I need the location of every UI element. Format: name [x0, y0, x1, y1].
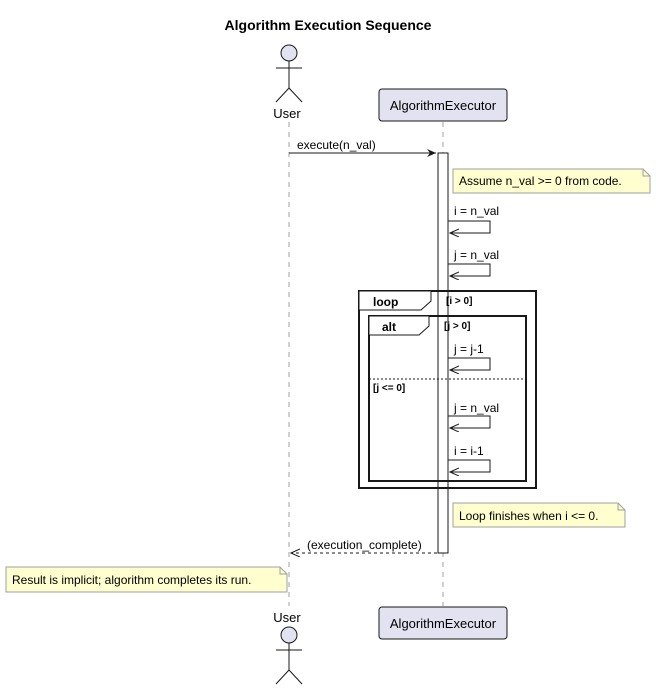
executor-participant-bottom: AlgorithmExecutor	[378, 606, 508, 640]
message-return-label: (execution_complete)	[307, 538, 422, 552]
user-actor-label-bottom: User	[273, 610, 301, 625]
executor-activation-bar	[437, 152, 449, 554]
message-j-init: j = n_val	[448, 248, 499, 276]
message-i-decrement: i = i-1	[448, 444, 491, 472]
note-loop-finish-text: Loop finishes when i <= 0.	[459, 509, 598, 523]
diagram-title: Algorithm Execution Sequence	[225, 17, 432, 33]
message-execute-label: execute(n_val)	[297, 138, 376, 152]
loop-keyword: loop	[373, 295, 398, 309]
user-actor-top: User	[273, 44, 303, 121]
message-j-decrement-label: j = j-1	[453, 342, 484, 356]
message-j-reset-label: j = n_val	[453, 401, 499, 415]
note-result-text: Result is implicit; algorithm completes …	[12, 573, 251, 587]
loop-frame: loop [i > 0]	[358, 290, 537, 489]
message-i-decrement-label: i = i-1	[454, 444, 484, 458]
note-loop-finish: Loop finishes when i <= 0.	[452, 502, 626, 528]
user-actor-bottom: User	[273, 610, 303, 685]
note-result: Result is implicit; algorithm completes …	[5, 566, 288, 593]
executor-label-top: AlgorithmExecutor	[390, 98, 497, 113]
message-return: (execution_complete)	[291, 538, 437, 553]
executor-participant-top: AlgorithmExecutor	[378, 88, 508, 122]
executor-label-bottom: AlgorithmExecutor	[390, 616, 497, 631]
message-j-decrement: j = j-1	[448, 342, 491, 370]
message-i-init-label: i = n_val	[454, 204, 499, 218]
note-assume-text: Assume n_val >= 0 from code.	[459, 174, 622, 188]
message-execute: execute(n_val)	[289, 138, 436, 157]
loop-guard: [i > 0]	[446, 296, 472, 307]
alt-keyword: alt	[382, 320, 396, 334]
alt-else-guard: [j <= 0]	[373, 383, 405, 394]
message-j-init-label: j = n_val	[453, 248, 499, 262]
user-actor-label-top: User	[273, 106, 301, 121]
message-i-init: i = n_val	[448, 204, 499, 233]
alt-guard: [j > 0]	[444, 321, 470, 332]
alt-frame: alt [j > 0] [j <= 0]	[368, 315, 527, 482]
note-assume: Assume n_val >= 0 from code.	[452, 168, 651, 194]
message-j-reset: j = n_val	[448, 401, 499, 428]
